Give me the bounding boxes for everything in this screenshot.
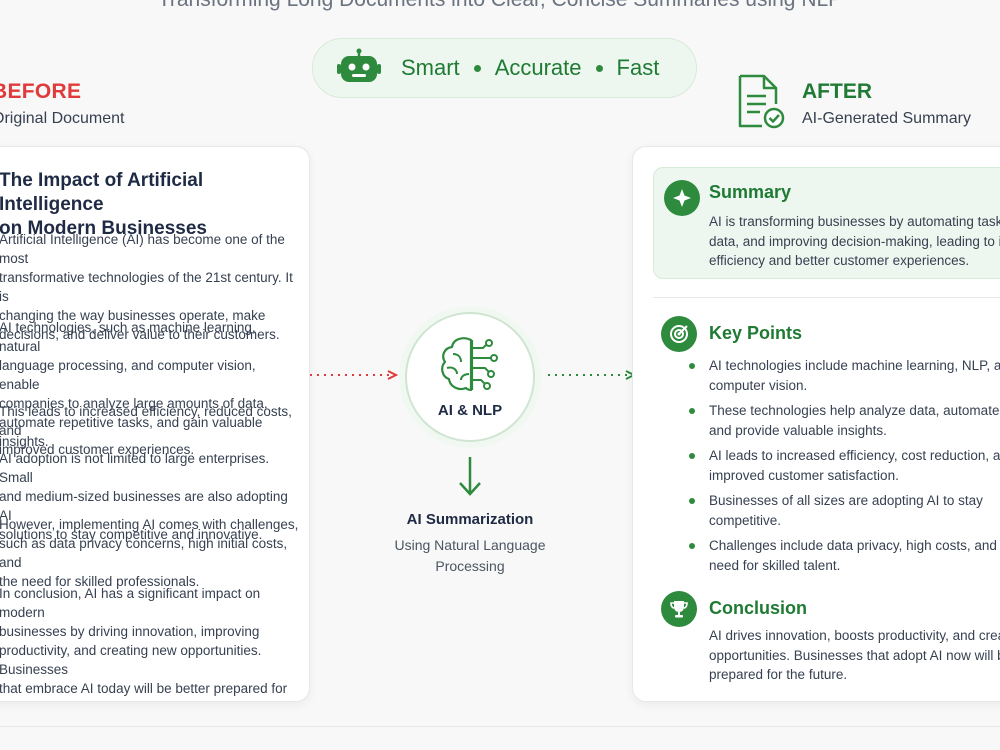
robot-icon — [337, 48, 381, 82]
target-icon — [661, 316, 697, 352]
input-flow-arrow — [310, 370, 398, 380]
key-point-item: AI leads to increased efficiency, cost r… — [688, 446, 1000, 485]
conclusion-title: Conclusion — [709, 598, 807, 618]
summary-section: Summary AI is transforming businesses by… — [653, 167, 1000, 279]
tagline-separator — [473, 64, 481, 72]
output-flow-arrow — [548, 370, 636, 380]
document-paragraph: However, implementing AI comes with chal… — [0, 517, 299, 589]
key-point-item: Challenges include data privacy, high co… — [688, 536, 1000, 575]
tagline-pill: Smart Accurate Fast — [312, 38, 697, 98]
conclusion-text: AI drives innovation, boosts productivit… — [709, 628, 1000, 682]
sparkle-icon — [664, 180, 700, 216]
summary-text: AI is transforming businesses by automat… — [709, 214, 1000, 268]
after-header: AFTER AI-Generated Summary — [736, 74, 971, 130]
after-subtitle: AI-Generated Summary — [802, 110, 971, 127]
ai-nlp-label: AI & NLP — [437, 402, 503, 419]
tagline-separator — [595, 64, 603, 72]
tagline-smart: Smart — [401, 55, 460, 80]
ai-summarization-subtitle: Using Natural Language Processing — [394, 537, 546, 574]
document-paragraph: This leads to increased efficiency, redu… — [0, 404, 292, 457]
key-point-item: These technologies help analyze data, au… — [688, 401, 1000, 440]
tagline-accurate: Accurate — [494, 55, 582, 80]
after-title: AFTER — [802, 80, 872, 103]
document-paragraph: AI adoption is not limited to large ente… — [0, 451, 288, 542]
document-paragraph: In conclusion, AI has a significant impa… — [0, 586, 288, 701]
trophy-icon — [661, 591, 697, 627]
tagline-fast: Fast — [616, 55, 660, 80]
document-paragraph: AI technologies, such as machine learnin… — [0, 320, 268, 449]
brain-circuit-icon — [441, 337, 498, 392]
before-subtitle: Original Document — [0, 110, 125, 127]
document-paragraph: Artificial Intelligence (AI) has become … — [0, 232, 293, 342]
key-point-item: AI technologies include machine learning… — [688, 356, 1000, 395]
down-arrow-icon — [459, 457, 481, 496]
section-divider — [653, 297, 1000, 298]
before-title: BEFORE — [0, 80, 82, 103]
ai-summarization-title: AI Summarization — [406, 511, 534, 528]
ai-nlp-node: AI & NLP — [405, 312, 535, 442]
document-check-icon — [738, 74, 785, 129]
document-title: The Impact of Artificial Intelligence on… — [0, 170, 207, 239]
footer-divider — [0, 726, 1000, 727]
key-points-title: Key Points — [709, 323, 803, 343]
key-point-item: Businesses of all sizes are adopting AI … — [689, 491, 983, 530]
summary-title: Summary — [709, 182, 792, 202]
page-subtitle: Transforming Long Documents into Clear, … — [0, 0, 1000, 12]
original-document-card: The Impact of Artificial Intelligence on… — [0, 146, 310, 702]
summary-card: Summary AI is transforming businesses by… — [632, 146, 1000, 702]
before-header: BEFORE Original Document — [0, 80, 125, 128]
